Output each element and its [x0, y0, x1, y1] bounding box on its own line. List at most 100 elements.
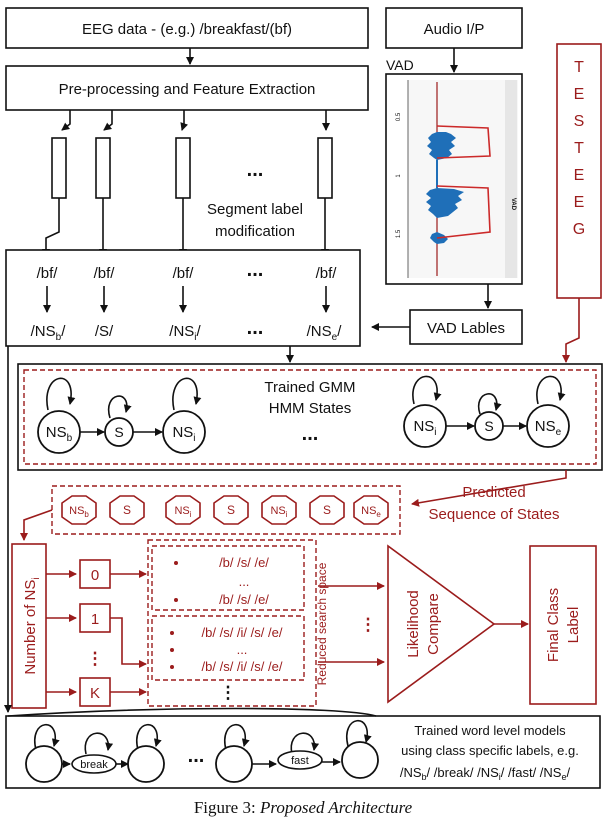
word-models-desc-line2: using class specific labels, e.g. — [401, 743, 579, 758]
hmm-ellipsis: ... — [302, 423, 319, 445]
predicted-state: NSi — [261, 495, 297, 525]
word-break-label: break — [80, 759, 108, 771]
hmm-state-ns-e — [526, 404, 570, 448]
arrow-count-to-group — [110, 617, 147, 668]
segment-label-line1: Segment label — [207, 201, 303, 218]
predicted-state: S — [309, 495, 345, 525]
vad-labels-box: VAD Lables — [409, 309, 523, 345]
svg-text:S: S — [227, 503, 235, 517]
reduced-search-label: Reduced search space — [315, 562, 329, 685]
likelihood-line1: Likelihood — [405, 590, 422, 658]
ns-i-label: /NSi/ — [169, 323, 201, 343]
audio-input-box: Audio I/P — [385, 7, 523, 49]
segment-modification-box: /bf/ /bf/ /bf/ ... /bf/ /NSb/ /S/ /NSi/ … — [5, 249, 361, 347]
test-eeg-letter: E — [574, 86, 585, 103]
feature-channel — [42, 110, 71, 257]
hmm-states-box: Trained GMM HMM States ... NSb S NSi NSi… — [17, 363, 603, 471]
word-fast-label: fast — [291, 755, 309, 767]
vad-labels-label: VAD Lables — [427, 320, 505, 337]
feature-channel — [175, 110, 191, 257]
svg-text:/b/ /s/ /i/ /s/ /e/: /b/ /s/ /i/ /s/ /e/ — [202, 625, 283, 640]
arrow-predicted-to-count — [20, 509, 53, 541]
bf-label: /bf/ — [316, 265, 338, 282]
test-eeg-letter: G — [573, 221, 585, 238]
hmm-state-ns-i-label: NSi — [172, 424, 195, 444]
svg-text:...: ... — [237, 642, 248, 657]
test-eeg-letter: E — [574, 167, 585, 184]
word-node-fast — [277, 750, 323, 770]
eeg-data-label: EEG data - (e.g.) /breakfast/(bf) — [82, 21, 292, 38]
hmm-title-line2: HMM States — [269, 400, 352, 417]
hmm-state-s-label: S — [114, 424, 123, 440]
word-models-example: /NSb/ /break/ /NSi/ /fast/ /NSe/ — [400, 765, 571, 782]
likelihood-ellipsis: ⋮ — [360, 615, 377, 634]
likelihood-compare: Likelihood Compare — [387, 544, 496, 704]
final-class-box: Final Class Label — [529, 545, 597, 705]
count-value: K — [90, 685, 100, 702]
count-boxes: 0 1 ⋮ K — [46, 559, 111, 707]
preprocessing-box: Pre-processing and Feature Extraction — [5, 65, 369, 111]
feature-channels — [42, 110, 333, 257]
test-eeg-letter: T — [574, 140, 584, 157]
svg-text:S: S — [123, 503, 131, 517]
number-of-ns-box: Number of NSi — [11, 543, 47, 709]
group-more-ellipsis: ⋮ — [220, 683, 237, 702]
count-value: 0 — [91, 567, 99, 584]
hmm-state-ns-e-label: NSe — [535, 418, 562, 438]
count-box — [79, 603, 111, 633]
vad-tick: 0.5 — [396, 112, 402, 121]
bf-label: /bf/ — [173, 265, 195, 282]
svg-text:...: ... — [239, 574, 250, 589]
figure-caption: Figure 3: Proposed Architecture — [194, 798, 413, 817]
predicted-state: NSb — [61, 495, 97, 525]
test-eeg-box: T E S T E E G — [556, 43, 602, 299]
vad-tick: 1 — [396, 174, 402, 178]
vad-title: VAD — [386, 57, 414, 73]
reduced-search-space: /b/ /s/ /e/ ... /b/ /s/ /e/ /b/ /s/ /i/ … — [147, 539, 329, 707]
test-eeg-letter: E — [574, 194, 585, 211]
vad-tick: 1.5 — [396, 229, 402, 238]
predicted-sequence-box: NSb S NSi S NSi S NSe — [51, 485, 401, 535]
bf-label: /bf/ — [94, 265, 116, 282]
ns-ellipsis: ... — [247, 317, 264, 339]
channel-ellipsis: ... — [247, 159, 264, 181]
final-class-line1: Final Class — [545, 588, 562, 662]
svg-text:/b/ /s/ /e/: /b/ /s/ /e/ — [219, 555, 269, 570]
vad-plot: 0.5 1 1.5 VAD — [385, 73, 523, 285]
hmm-title-line1: Trained GMM — [264, 379, 355, 396]
predicted-state: NSi — [165, 495, 201, 525]
s-label: /S/ — [95, 323, 114, 340]
test-eeg-letter: T — [574, 59, 584, 76]
svg-text:S: S — [323, 503, 331, 517]
hmm-state-s-label: S — [484, 418, 493, 434]
bf-ellipsis: ... — [247, 259, 264, 281]
search-group-1 — [151, 615, 305, 681]
audio-input-label: Audio I/P — [424, 21, 485, 38]
vad-side-label: VAD — [510, 198, 516, 211]
number-of-ns-label: Number of NSi — [22, 577, 42, 674]
hmm-state-ns-b-label: NSb — [46, 424, 73, 444]
predicted-label-line2: Sequence of States — [429, 506, 560, 523]
predicted-state: NSe — [353, 495, 389, 525]
search-group-0 — [151, 545, 305, 611]
hmm-state-ns-i — [162, 410, 206, 454]
word-models-box: break ... fast Trained word level models… — [5, 715, 601, 789]
feature-channel — [317, 110, 333, 257]
svg-text:NSe: NSe — [361, 505, 381, 519]
likelihood-line2: Compare — [425, 593, 442, 655]
count-value: 1 — [91, 611, 99, 628]
predicted-state: S — [213, 495, 249, 525]
svg-text:/b/ /s/ /i/ /s/ /e/: /b/ /s/ /i/ /s/ /e/ — [202, 659, 283, 674]
bf-label: /bf/ — [37, 265, 59, 282]
count-box — [79, 677, 111, 707]
count-ellipsis: ⋮ — [87, 649, 104, 668]
arrow-test-to-hmm — [562, 298, 580, 363]
arrow-hmm-to-predicted — [411, 470, 567, 507]
eeg-data-box: EEG data - (e.g.) /breakfast/(bf) — [5, 7, 369, 49]
final-class-line2: Label — [565, 607, 582, 644]
svg-text:NSb: NSb — [69, 505, 89, 519]
word-chain-ellipsis: ... — [188, 745, 205, 767]
svg-text:NSi: NSi — [174, 505, 191, 519]
preprocessing-label: Pre-processing and Feature Extraction — [59, 81, 316, 98]
